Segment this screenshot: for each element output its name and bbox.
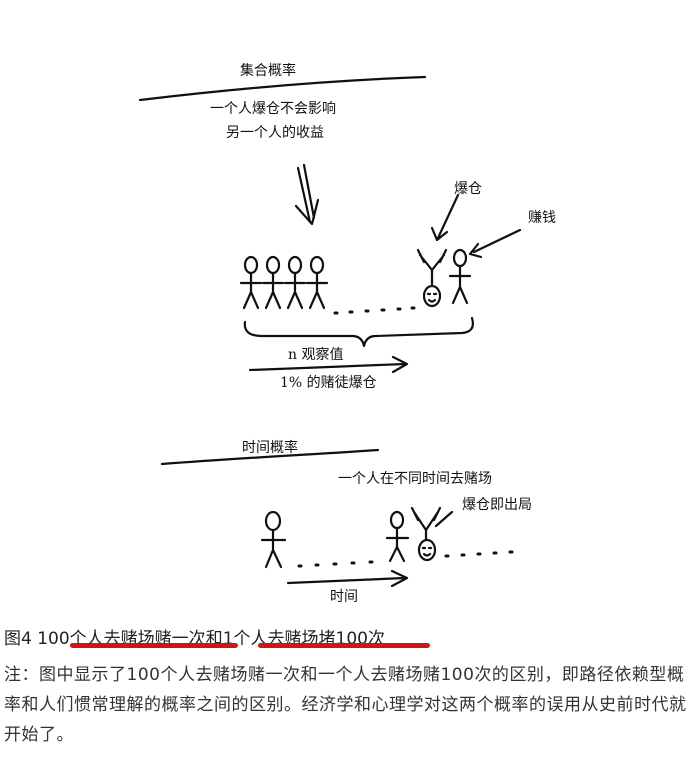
stick-figure [305,255,329,310]
caption-prefix: 图4 [4,629,32,649]
stick-figure [239,255,263,310]
single-stick-figure [260,510,287,569]
busted-stick-figure [416,248,448,308]
bottom-dotted-path [297,550,514,568]
bust-rate-label: 1% 的赌徒爆仓 [280,375,377,391]
bottom-desc: 一个人在不同时间去赌场 [338,471,492,487]
top-desc-line2: 另一个人的收益 [226,125,324,141]
bottom-title: 时间概率 [242,440,298,456]
dotted-continuation [333,306,416,315]
crowd-stick-figures [239,255,329,310]
top-time-arrow [248,355,409,374]
ergodicity-sketch [138,75,522,588]
time-axis-label: 时间 [330,589,358,605]
bust-pointer-arrow [430,193,460,242]
bottom-heading-line [160,448,380,466]
busted-out-stick-figure [410,506,442,562]
top-desc-line1: 一个人爆仓不会影响 [210,101,336,117]
caption-underline-1 [70,643,238,648]
casino-stick-figure [385,510,410,563]
stick-figure [261,255,285,310]
bust-out-pointer-arrow [434,510,454,528]
observations-brace [243,316,474,348]
earn-pointer-arrow [468,228,522,259]
stick-figure [283,255,307,310]
note-paragraph: 注：图中显示了100个人去赌场赌一次和一个人去赌场赌100次的区别，即路径依赖型… [4,665,687,745]
observations-label: n 观察值 [288,347,344,363]
label-bust-out: 爆仓即出局 [462,497,532,513]
top-heading-line [138,75,427,102]
label-bust: 爆仓 [454,181,482,197]
label-earn: 赚钱 [528,210,556,226]
top-title: 集合概率 [240,63,296,79]
earning-stick-figure [448,248,472,305]
bottom-time-arrow [286,569,409,588]
down-arrow [294,163,320,226]
caption-underline-2 [258,643,430,648]
